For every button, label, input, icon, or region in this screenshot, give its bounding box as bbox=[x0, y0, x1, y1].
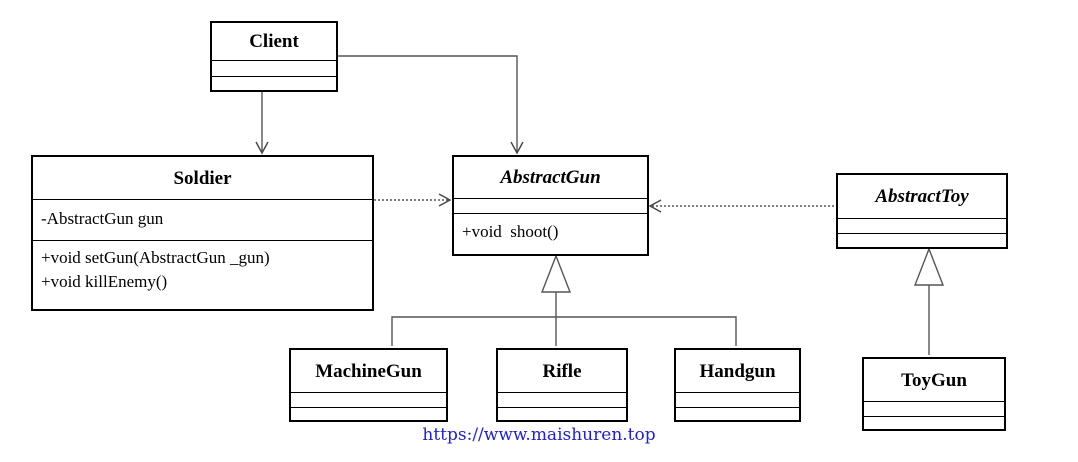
class-abstract-gun: AbstractGun +void shoot() bbox=[452, 155, 649, 256]
attributes-section bbox=[498, 393, 626, 408]
methods-section: +void setGun(AbstractGun _gun) +void kil… bbox=[33, 241, 372, 294]
method: +void shoot() bbox=[462, 222, 559, 241]
class-name: Soldier bbox=[33, 157, 372, 200]
attributes-section bbox=[291, 393, 446, 408]
class-name: ToyGun bbox=[864, 359, 1004, 402]
attributes-section bbox=[212, 61, 336, 77]
class-name: AbstractToy bbox=[838, 175, 1006, 219]
methods-section bbox=[498, 408, 626, 422]
class-handgun: Handgun bbox=[674, 348, 801, 422]
methods-section bbox=[212, 77, 336, 92]
class-soldier: Soldier -AbstractGun gun +void setGun(Ab… bbox=[31, 155, 374, 311]
attributes-section bbox=[864, 402, 1004, 417]
method: +void setGun(AbstractGun _gun) bbox=[41, 248, 270, 267]
attributes-section bbox=[838, 219, 1006, 234]
attributes-section: -AbstractGun gun bbox=[33, 200, 372, 241]
class-abstract-toy: AbstractToy bbox=[836, 173, 1008, 249]
class-name: Rifle bbox=[498, 350, 626, 393]
class-rifle: Rifle bbox=[496, 348, 628, 422]
association-client-abstractgun bbox=[338, 55, 524, 155]
methods-section bbox=[291, 408, 446, 422]
class-toy-gun: ToyGun bbox=[862, 357, 1006, 431]
class-name: AbstractGun bbox=[454, 157, 647, 199]
methods-section bbox=[838, 234, 1006, 249]
class-name: Handgun bbox=[676, 350, 799, 393]
class-client: Client bbox=[210, 21, 338, 92]
attributes-section bbox=[676, 393, 799, 408]
attribute: -AbstractGun gun bbox=[41, 209, 164, 228]
class-name: Client bbox=[212, 23, 336, 61]
attributes-section bbox=[454, 199, 647, 214]
generalization-toygun bbox=[913, 247, 945, 355]
methods-section bbox=[676, 408, 799, 422]
class-machine-gun: MachineGun bbox=[289, 348, 448, 422]
watermark-link: https://www.maishuren.top bbox=[422, 425, 656, 445]
methods-section: +void shoot() bbox=[454, 214, 647, 244]
class-name: MachineGun bbox=[291, 350, 446, 393]
method: +void killEnemy() bbox=[41, 272, 168, 291]
generalization-guns bbox=[391, 254, 737, 346]
